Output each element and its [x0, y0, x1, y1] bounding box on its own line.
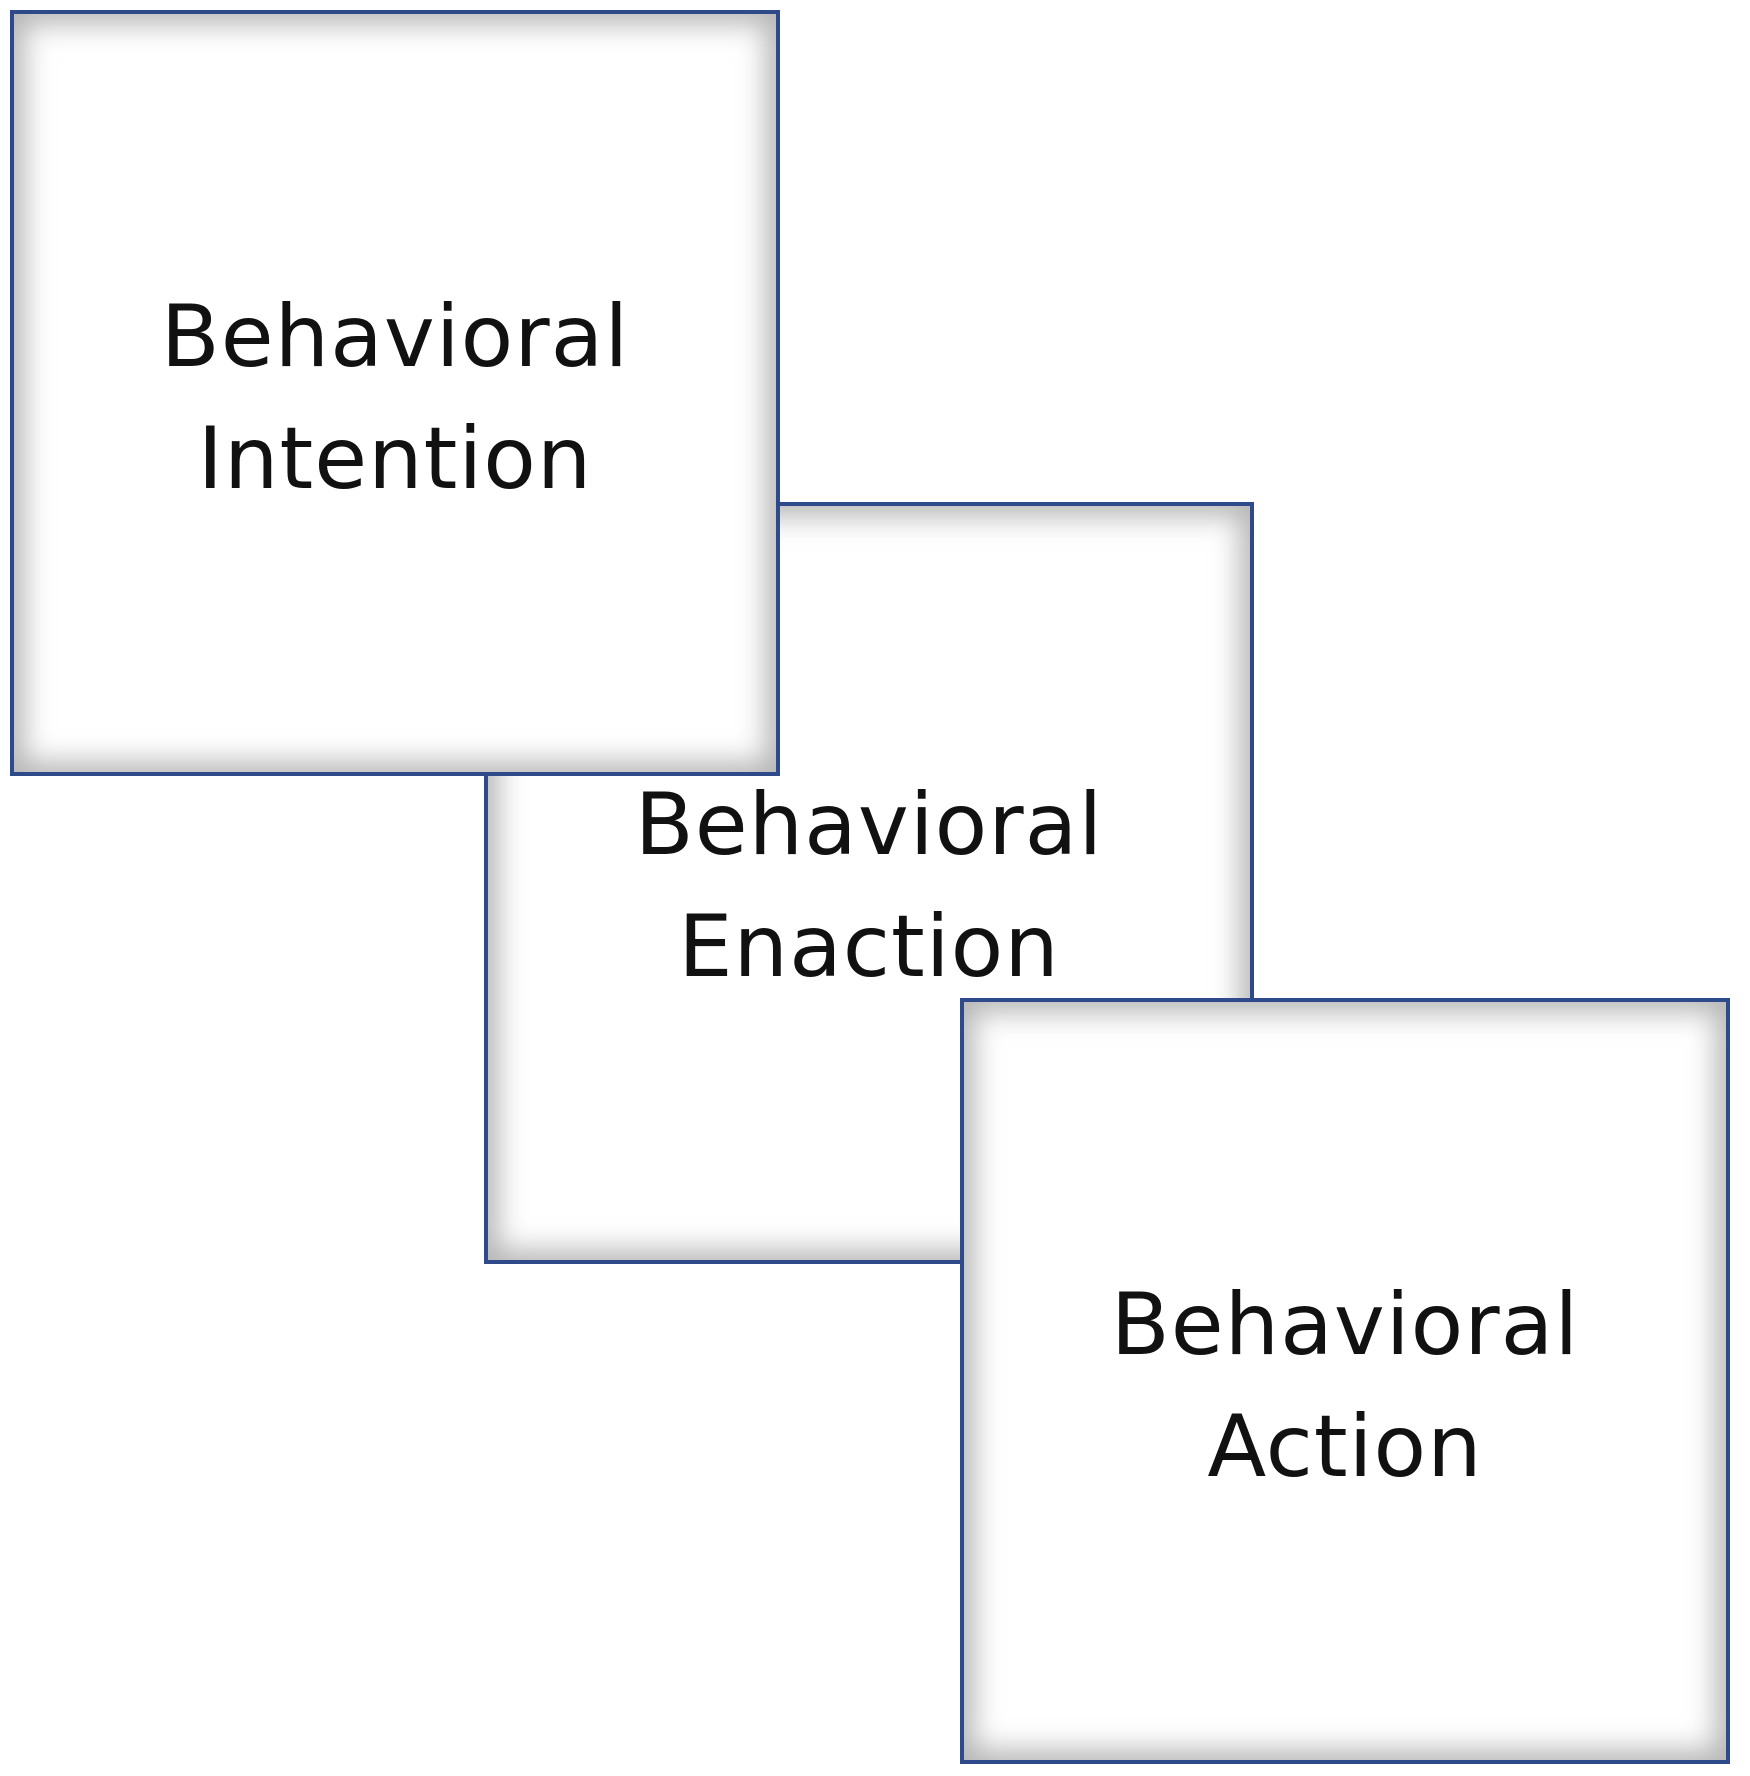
- behavioral-action-box: Behavioral Action: [960, 998, 1730, 1764]
- behavioral-intention-line2: Intention: [197, 409, 593, 509]
- behavioral-intention-box: Behavioral Intention: [10, 10, 780, 776]
- behavioral-enaction-label: Behavioral Enaction: [488, 764, 1250, 1008]
- behavioral-action-label: Behavioral Action: [964, 1264, 1726, 1508]
- behavioral-enaction-line2: Enaction: [678, 897, 1060, 997]
- behavioral-action-line1: Behavioral: [1110, 1275, 1580, 1375]
- behavioral-action-line2: Action: [1207, 1397, 1483, 1497]
- behavioral-enaction-line1: Behavioral: [634, 775, 1104, 875]
- behavioral-intention-line1: Behavioral: [160, 287, 630, 387]
- behavioral-intention-label: Behavioral Intention: [14, 276, 776, 520]
